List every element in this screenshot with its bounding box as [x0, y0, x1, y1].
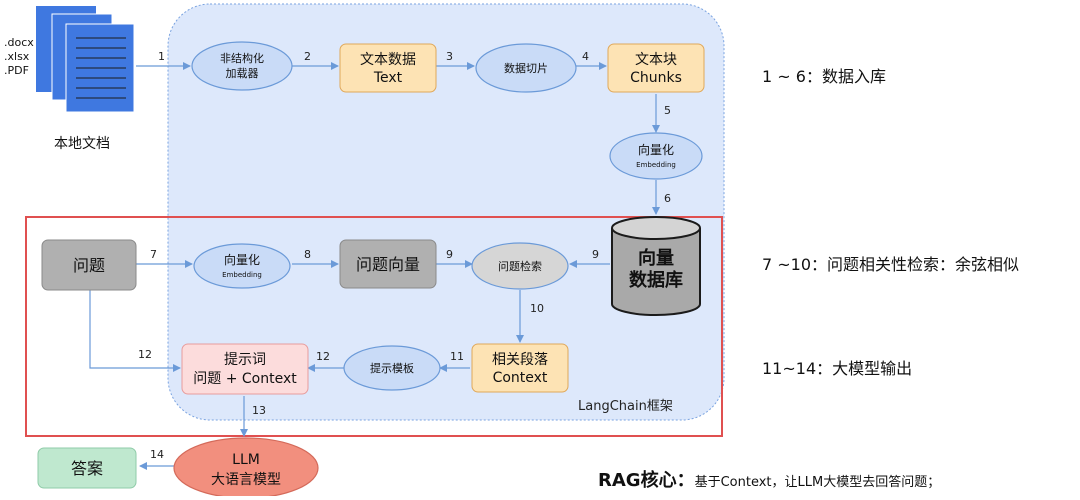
step-label: 3 [446, 50, 453, 63]
vdb-line2: 数据库 [629, 269, 683, 291]
rag-core-bold: RAG核心： [598, 469, 695, 491]
prompt-line1: 提示词 [224, 352, 266, 368]
llm-line2: 大语言模型 [211, 472, 281, 488]
step-label: 4 [582, 50, 589, 63]
chunks-line1: 文本块 [635, 52, 677, 68]
step-label: 14 [150, 448, 164, 461]
doc-ext-pdf: .PDF [4, 64, 29, 77]
text-data-line1: 文本数据 [360, 52, 416, 68]
loader-line2: 加载器 [226, 67, 259, 80]
step-label: 6 [664, 192, 671, 205]
prompt-node: 提示词 问题 + Context [181, 343, 309, 395]
llm-line1: LLM [232, 452, 260, 468]
text-data-line2: Text [373, 70, 403, 86]
step-label: 12 [316, 350, 330, 363]
documents-icon [36, 6, 135, 113]
search-label: 问题检索 [498, 259, 542, 273]
step-numbers: 1 2 3 4 5 6 7 8 9 9 10 11 12 12 13 14 [138, 50, 671, 461]
prompt-line2: 问题 + Context [193, 371, 297, 387]
question-search-node: 问题检索 [471, 242, 569, 290]
chunks-node: 文本块 Chunks [607, 43, 705, 93]
vdb-line1: 向量 [638, 247, 674, 269]
qvec-label: 问题向量 [356, 255, 420, 274]
step-label: 13 [252, 404, 266, 417]
vector-database-icon: 向量 数据库 [611, 216, 701, 316]
template-label: 提示模板 [370, 361, 414, 375]
split-node: 数据切片 [475, 43, 577, 93]
rag-core-caption: RAG核心：基于Context，让LLM大模型去回答问题； [598, 469, 940, 491]
embed1-line1: 向量化 [638, 142, 674, 157]
docs-caption: 本地文档 [54, 136, 110, 152]
split-label: 数据切片 [504, 61, 548, 75]
question-vector-node: 问题向量 [339, 239, 437, 289]
question-node: 问题 [41, 239, 137, 291]
step-label: 12 [138, 348, 152, 361]
embed1-line2: Embedding [636, 161, 676, 169]
embed2-line2: Embedding [222, 271, 262, 279]
doc-ext-xlsx: .xlsx [4, 50, 30, 63]
context-node: 相关段落 Context [471, 343, 569, 393]
step-label: 7 [150, 248, 157, 261]
context-line2: Context [493, 370, 548, 386]
legend-output: 11~14：大模型输出 [762, 359, 912, 378]
legend-retrieve: 7 ~10：问题相关性检索：余弦相似 [762, 255, 1019, 274]
question-label: 问题 [73, 256, 105, 275]
arrows [89, 62, 660, 470]
embedding-node-query: 向量化 Embedding [193, 243, 291, 289]
rag-core-text: 基于Context，让LLM大模型去回答问题； [695, 474, 941, 490]
answer-label: 答案 [71, 459, 103, 478]
text-data-node: 文本数据 Text [339, 43, 437, 93]
step-label: 9 [592, 248, 599, 261]
framework-label: LangChain框架 [578, 399, 673, 414]
embed2-line1: 向量化 [224, 252, 260, 267]
step-label: 10 [530, 302, 544, 315]
doc-ext-docx: .docx [4, 36, 34, 49]
langchain-framework-area [167, 3, 725, 421]
step-label: 5 [664, 104, 671, 117]
llm-node: LLM 大语言模型 [173, 437, 319, 499]
context-line1: 相关段落 [492, 352, 548, 368]
step-label: 2 [304, 50, 311, 63]
legend-ingest: 1 ~ 6：数据入库 [762, 67, 886, 86]
answer-node: 答案 [37, 447, 137, 489]
step-label: 1 [158, 50, 165, 63]
chunks-line2: Chunks [630, 70, 682, 86]
embedding-node-ingest: 向量化 Embedding [609, 132, 703, 180]
step-label: 11 [450, 350, 464, 363]
template-node: 提示模板 [343, 345, 441, 391]
loader-node: 非结构化 加载器 [191, 41, 293, 91]
step-label: 8 [304, 248, 311, 261]
loader-line1: 非结构化 [220, 51, 264, 65]
step-label: 9 [446, 248, 453, 261]
retrieval-highlight-box [25, 216, 723, 437]
